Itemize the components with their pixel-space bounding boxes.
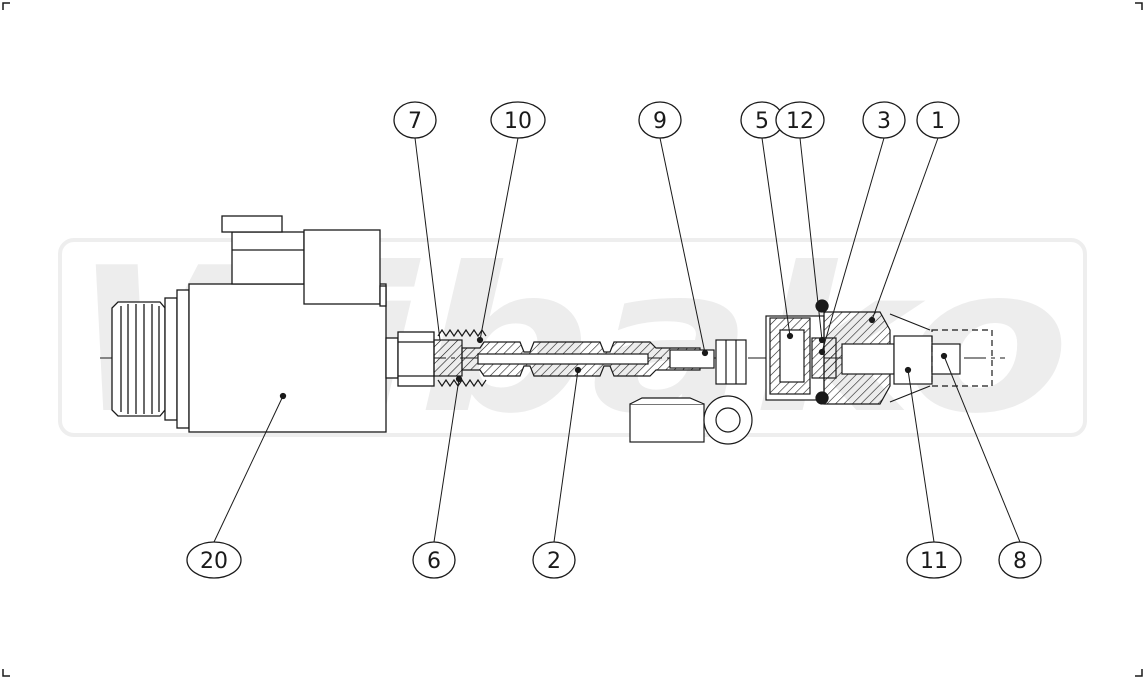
balloon-10: 10 <box>490 101 546 139</box>
balloon-outline <box>775 101 825 139</box>
balloon-label: 1 <box>931 109 945 134</box>
balloon-label: 11 <box>920 549 948 574</box>
balloon-label: 20 <box>200 549 228 574</box>
balloon-11: 11 <box>906 541 962 579</box>
balloon-outline <box>393 101 437 139</box>
balloon-label: 3 <box>877 109 891 134</box>
balloon-8: 8 <box>998 541 1042 579</box>
solenoid-coil <box>111 215 435 433</box>
balloon-1: 1 <box>916 101 960 139</box>
balloon-label: 10 <box>504 109 532 134</box>
balloon-outline <box>532 541 576 579</box>
balloon-label: 5 <box>755 109 769 134</box>
spring-and-seat <box>433 328 487 388</box>
balloon-label: 8 <box>1013 549 1027 574</box>
balloon-6: 6 <box>412 541 456 579</box>
balloon-outline <box>490 101 546 139</box>
part-balloons: 7 10 9 5 12 3 1 20 6 2 11 8 <box>186 101 1042 579</box>
balloon-outline <box>186 541 242 579</box>
balloon-label: 12 <box>786 109 814 134</box>
balloon-label: 2 <box>547 549 561 574</box>
balloon-label: 7 <box>408 109 422 134</box>
balloon-outline <box>412 541 456 579</box>
balloon-2: 2 <box>532 541 576 579</box>
balloon-5: 5 <box>740 101 784 139</box>
balloon-outline <box>998 541 1042 579</box>
balloon-outline <box>916 101 960 139</box>
balloon-label: 9 <box>653 109 667 134</box>
balloon-12: 12 <box>775 101 825 139</box>
balloon-9: 9 <box>638 101 682 139</box>
balloon-7: 7 <box>393 101 437 139</box>
balloon-label: 6 <box>427 549 441 574</box>
balloon-outline <box>906 541 962 579</box>
balloon-outline <box>862 101 906 139</box>
leader-lines <box>213 137 1021 543</box>
balloon-20: 20 <box>186 541 242 579</box>
balloon-3: 3 <box>862 101 906 139</box>
valve-body <box>765 299 993 405</box>
balloon-outline <box>638 101 682 139</box>
connector-fittings <box>629 339 753 445</box>
